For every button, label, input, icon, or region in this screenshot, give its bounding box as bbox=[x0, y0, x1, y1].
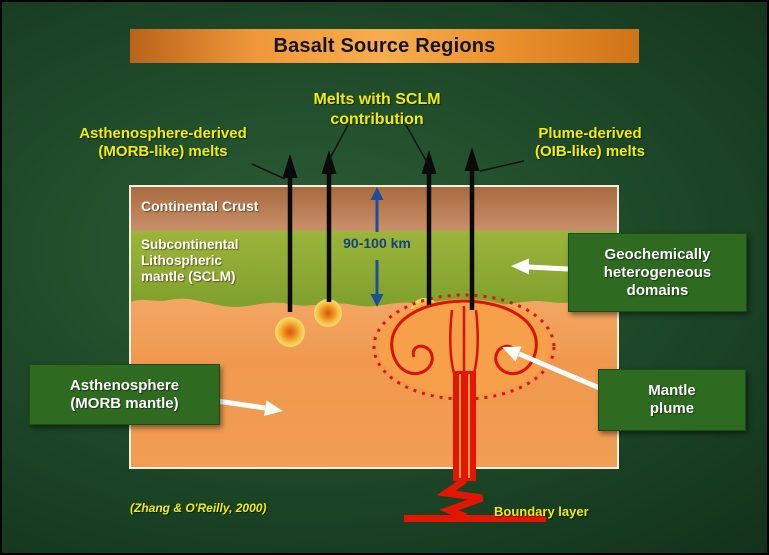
sclm-label: Subcontinental Lithospheric mantle (SCLM… bbox=[141, 237, 239, 285]
callout-text: Geochemically heterogeneous domains bbox=[603, 245, 712, 299]
callout-text: Asthenosphere (MORB mantle) bbox=[69, 376, 180, 412]
boundary-layer-label: Boundary layer bbox=[494, 504, 589, 519]
label-melts-with-sclm: Melts with SCLM contribution bbox=[313, 91, 441, 128]
label-pointer-line bbox=[405, 124, 429, 165]
callout-text: Mantle plume bbox=[648, 382, 696, 417]
page-title: Basalt Source Regions bbox=[273, 34, 496, 57]
plume-tail-zigzag bbox=[436, 477, 484, 521]
label-asthenosphere-derived-melts: Asthenosphere-derived (MORB-like) melts bbox=[79, 125, 247, 161]
citation-label: (Zhang & O'Reilly, 2000) bbox=[130, 501, 267, 515]
label-pointer-line bbox=[326, 124, 349, 165]
title-bar: Basalt Source Regions bbox=[130, 29, 639, 63]
label-plume-derived-melts: Plume-derived (OIB-like) melts bbox=[534, 125, 646, 161]
depth-label: 90-100 km bbox=[343, 235, 411, 251]
label-pointer-line bbox=[479, 160, 525, 172]
continental-crust-label: Continental Crust bbox=[141, 198, 259, 214]
callout-mantle-plume: Mantle plume bbox=[598, 369, 746, 431]
cross-section-diagram bbox=[129, 185, 619, 469]
label-pointer-line bbox=[251, 163, 286, 180]
label-pointer-lines bbox=[251, 124, 525, 180]
callout-asthenosphere-morb-mantle: Asthenosphere (MORB mantle) bbox=[29, 364, 220, 425]
callout-geochemically-heterogeneous-domains: Geochemically heterogeneous domains bbox=[568, 233, 747, 312]
